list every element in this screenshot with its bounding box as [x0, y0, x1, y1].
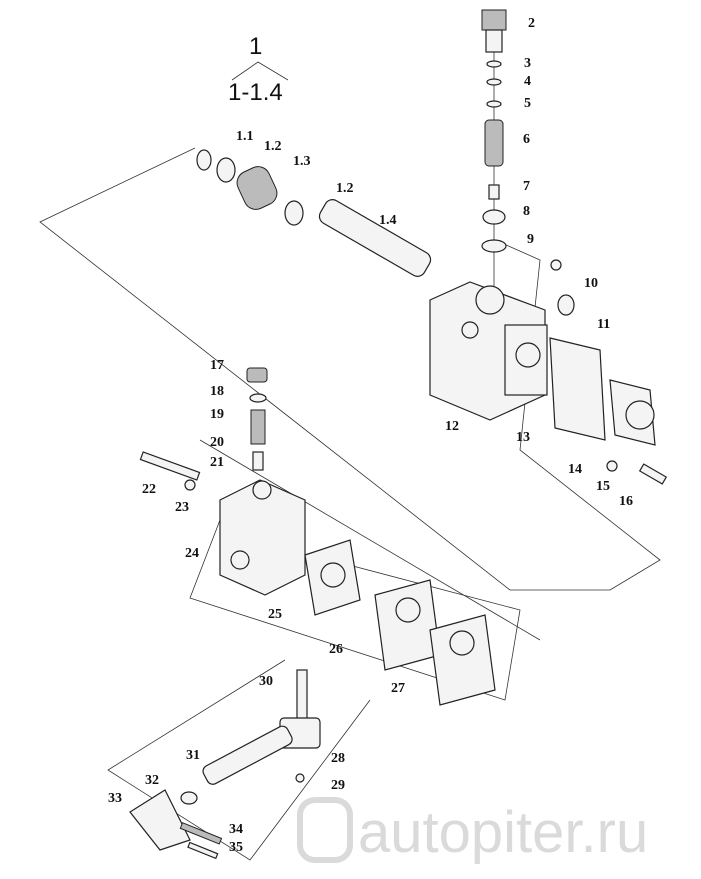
part-2-plug — [481, 9, 507, 53]
part-22-bolt — [139, 451, 201, 481]
part-33-lever — [129, 789, 191, 851]
part-4-washer — [486, 78, 502, 86]
part-15 — [606, 460, 618, 472]
part-9 — [481, 239, 507, 253]
label-30: 30 — [259, 674, 273, 689]
watermark-text: autopiter.ru — [358, 800, 648, 865]
assembly-range: 1-1.4 — [228, 79, 283, 106]
part-1-4-spool — [318, 199, 432, 277]
assembly-outline-1 — [39, 147, 661, 591]
label-1-4: 1.4 — [379, 213, 397, 228]
part-6-spring — [484, 119, 504, 167]
label-35: 35 — [229, 840, 243, 855]
label-1-2b: 1.2 — [336, 181, 354, 196]
label-11: 11 — [597, 317, 610, 332]
part-labels: 2 3 4 5 6 7 8 9 10 11 12 13 14 15 16 1.1… — [108, 16, 633, 855]
assembly-outline-3 — [107, 659, 371, 861]
label-21: 21 — [210, 455, 224, 470]
label-33: 33 — [108, 791, 122, 806]
label-28: 28 — [331, 751, 345, 766]
part-29 — [295, 773, 305, 783]
label-8: 8 — [523, 204, 530, 219]
part-5-washer — [486, 100, 502, 108]
label-5: 5 — [524, 96, 531, 111]
label-16: 16 — [619, 494, 633, 509]
label-17: 17 — [210, 358, 224, 373]
label-13: 13 — [516, 430, 530, 445]
label-14: 14 — [568, 462, 582, 477]
part-1-3-spring — [236, 166, 278, 210]
part-30-pin — [296, 669, 308, 721]
part-1-2a — [216, 157, 236, 183]
label-27: 27 — [391, 681, 405, 696]
part-26-plate — [374, 579, 441, 671]
part-35-pin — [187, 841, 219, 860]
label-22: 22 — [142, 482, 156, 497]
part-11 — [557, 294, 575, 316]
label-20: 20 — [210, 435, 224, 450]
part-32-washer — [180, 791, 198, 805]
label-34: 34 — [229, 822, 243, 837]
part-10 — [550, 259, 562, 271]
assembly-number: 1 — [249, 33, 262, 60]
part-18 — [249, 393, 267, 403]
part-7 — [488, 184, 500, 200]
label-18: 18 — [210, 384, 224, 399]
part-34 — [179, 822, 223, 845]
label-7: 7 — [523, 179, 530, 194]
part-19-spring — [250, 409, 266, 445]
label-2: 2 — [528, 16, 535, 31]
label-24: 24 — [185, 546, 199, 561]
watermark: autopiter.ru — [297, 797, 648, 865]
label-15: 15 — [596, 479, 610, 494]
part-31-shaft — [202, 725, 293, 785]
label-29: 29 — [331, 778, 345, 793]
axis-line-lower — [199, 439, 541, 641]
part-27-gasket — [429, 614, 496, 706]
label-26: 26 — [329, 642, 343, 657]
part-8 — [482, 209, 506, 225]
label-9: 9 — [527, 232, 534, 247]
label-3: 3 — [524, 56, 531, 71]
part-13-gasket — [549, 337, 606, 441]
label-25: 25 — [268, 607, 282, 622]
label-31: 31 — [186, 748, 200, 763]
label-4: 4 — [524, 74, 531, 89]
label-10: 10 — [584, 276, 598, 291]
housing-main — [429, 281, 548, 421]
part-1-2b — [284, 200, 304, 226]
title-caret — [231, 61, 289, 81]
label-23: 23 — [175, 500, 189, 515]
label-1-2a: 1.2 — [264, 139, 282, 154]
label-12: 12 — [445, 419, 459, 434]
part-17 — [246, 367, 268, 383]
part-21 — [252, 451, 264, 471]
label-1-1: 1.1 — [236, 129, 254, 144]
part-16-bolt — [638, 463, 668, 485]
label-32: 32 — [145, 773, 159, 788]
label-19: 19 — [210, 407, 224, 422]
label-1-3: 1.3 — [293, 154, 311, 169]
part-23 — [184, 479, 196, 491]
part-1-1 — [196, 149, 212, 171]
part-3-washer — [486, 60, 502, 68]
assembly-outline-2 — [189, 519, 521, 701]
label-6: 6 — [523, 132, 530, 147]
